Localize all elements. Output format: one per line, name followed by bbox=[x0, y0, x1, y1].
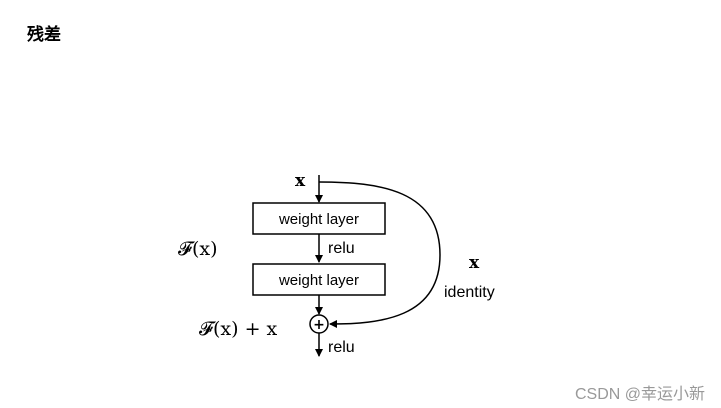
input-x-label: x bbox=[295, 171, 306, 191]
weight-layer-2-label: weight layer bbox=[278, 272, 359, 289]
plus-symbol: + bbox=[313, 317, 325, 333]
weight-layer-1-box bbox=[252, 202, 386, 235]
page-heading: 残差 bbox=[27, 25, 61, 45]
weight-layer-1-label: weight layer bbox=[278, 211, 359, 228]
shortcut-x-label: x bbox=[469, 253, 480, 273]
weight-layer-2-box bbox=[252, 263, 386, 296]
fx-label: 𝓕(x) bbox=[178, 238, 218, 260]
relu-mid-label: relu bbox=[328, 240, 355, 257]
identity-shortcut-path bbox=[318, 181, 441, 328]
identity-label: identity bbox=[444, 284, 495, 301]
watermark: CSDN @幸运小新 bbox=[574, 386, 705, 403]
relu-out-label: relu bbox=[328, 339, 355, 356]
sum-label: 𝓕(x) + x bbox=[199, 318, 278, 340]
